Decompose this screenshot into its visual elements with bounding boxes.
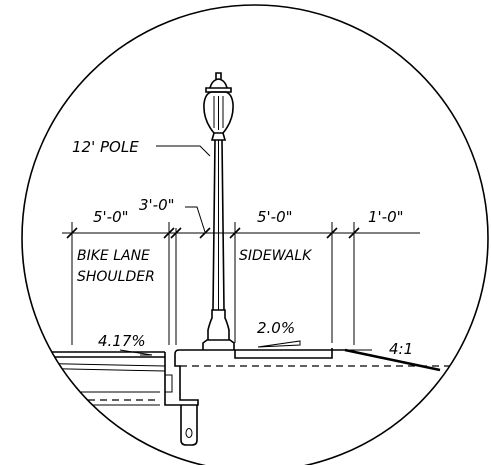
pole-shaft xyxy=(212,139,216,311)
pole-foot xyxy=(207,309,230,340)
dim-sidewalk-label: 5'-0" xyxy=(257,208,293,226)
curb-gutter xyxy=(165,374,173,393)
slope-arrow-sidewalk xyxy=(257,340,301,348)
drain-opening xyxy=(185,428,193,438)
sidewalk-slab xyxy=(234,348,333,359)
slope-arrow-bike xyxy=(119,349,153,356)
dim-edge-label: 1'-0" xyxy=(368,208,404,226)
shoulder-label: SHOULDER xyxy=(77,269,155,285)
dim-pole-label: 3'-0" xyxy=(139,196,175,214)
sidewalk-label: SIDEWALK xyxy=(239,248,313,264)
luminaire-ribs xyxy=(213,96,224,130)
slope-side-label: 4:1 xyxy=(389,340,413,358)
pole-base xyxy=(202,339,235,350)
slope-bike-label: 4.17% xyxy=(98,332,146,350)
drain-pipe xyxy=(180,405,198,446)
dim-bike-label: 5'-0" xyxy=(93,208,129,226)
pole-shaft-right xyxy=(221,139,225,311)
side-slope xyxy=(344,348,441,372)
pole-label: 12' POLE xyxy=(72,138,139,156)
pole-leader xyxy=(156,145,211,157)
detail-circle xyxy=(21,4,489,465)
luminaire-neck xyxy=(210,132,227,141)
luminaire-cap xyxy=(205,87,232,93)
luminaire-top xyxy=(209,78,228,89)
road-layer-3 xyxy=(22,362,166,367)
luminaire-finial xyxy=(215,72,222,79)
bike-lane-label: BIKE LANE xyxy=(77,248,150,264)
dim-pole-leader xyxy=(185,206,206,233)
road-layer-4 xyxy=(22,367,166,372)
slope-sidewalk-label: 2.0% xyxy=(257,319,295,337)
dim-ticks xyxy=(66,227,360,239)
curb-outline xyxy=(164,349,345,406)
